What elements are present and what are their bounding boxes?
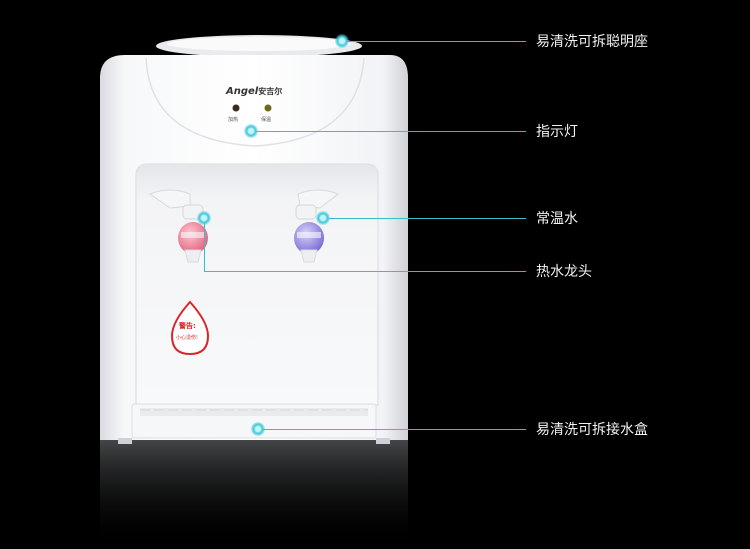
control-panel-outline (145, 57, 365, 147)
brand-logo-latin: Angel (226, 86, 259, 97)
brand-logo-chinese: 安吉尔 (258, 87, 283, 96)
callout-seat-dot-icon (335, 34, 349, 48)
heat-indicator-light (232, 104, 240, 112)
foot-right (376, 438, 390, 444)
warning-drop-icon (170, 300, 210, 356)
foot-left (118, 438, 132, 444)
callout-normal-water-label: 常温水 (536, 211, 578, 227)
callout-normal-water-dot-icon (316, 211, 330, 225)
warning-text: 小心烫伤! (176, 335, 199, 341)
floor-reflection (100, 440, 408, 549)
hot-water-tap (148, 189, 208, 263)
brand-logo: Angel安吉尔 (226, 86, 296, 100)
warning-title: 警告: (179, 322, 196, 330)
heat-indicator-label: 加热 (228, 117, 239, 123)
callout-hot-tap-dot-icon (197, 211, 211, 225)
callout-seat-label: 易清洗可拆聪明座 (536, 34, 648, 50)
normal-temperature-water-tap (294, 189, 339, 263)
warm-indicator-label: 保温 (261, 117, 272, 123)
callout-hot-tap-label: 热水龙头 (536, 264, 592, 280)
warm-indicator-light (264, 104, 272, 112)
callout-drip-tray-label: 易清洗可拆接水盒 (536, 422, 648, 438)
callout-indicator-dot-icon (244, 124, 258, 138)
callout-drip-tray-dot-icon (251, 422, 265, 436)
callout-indicator-label: 指示灯 (536, 124, 578, 140)
